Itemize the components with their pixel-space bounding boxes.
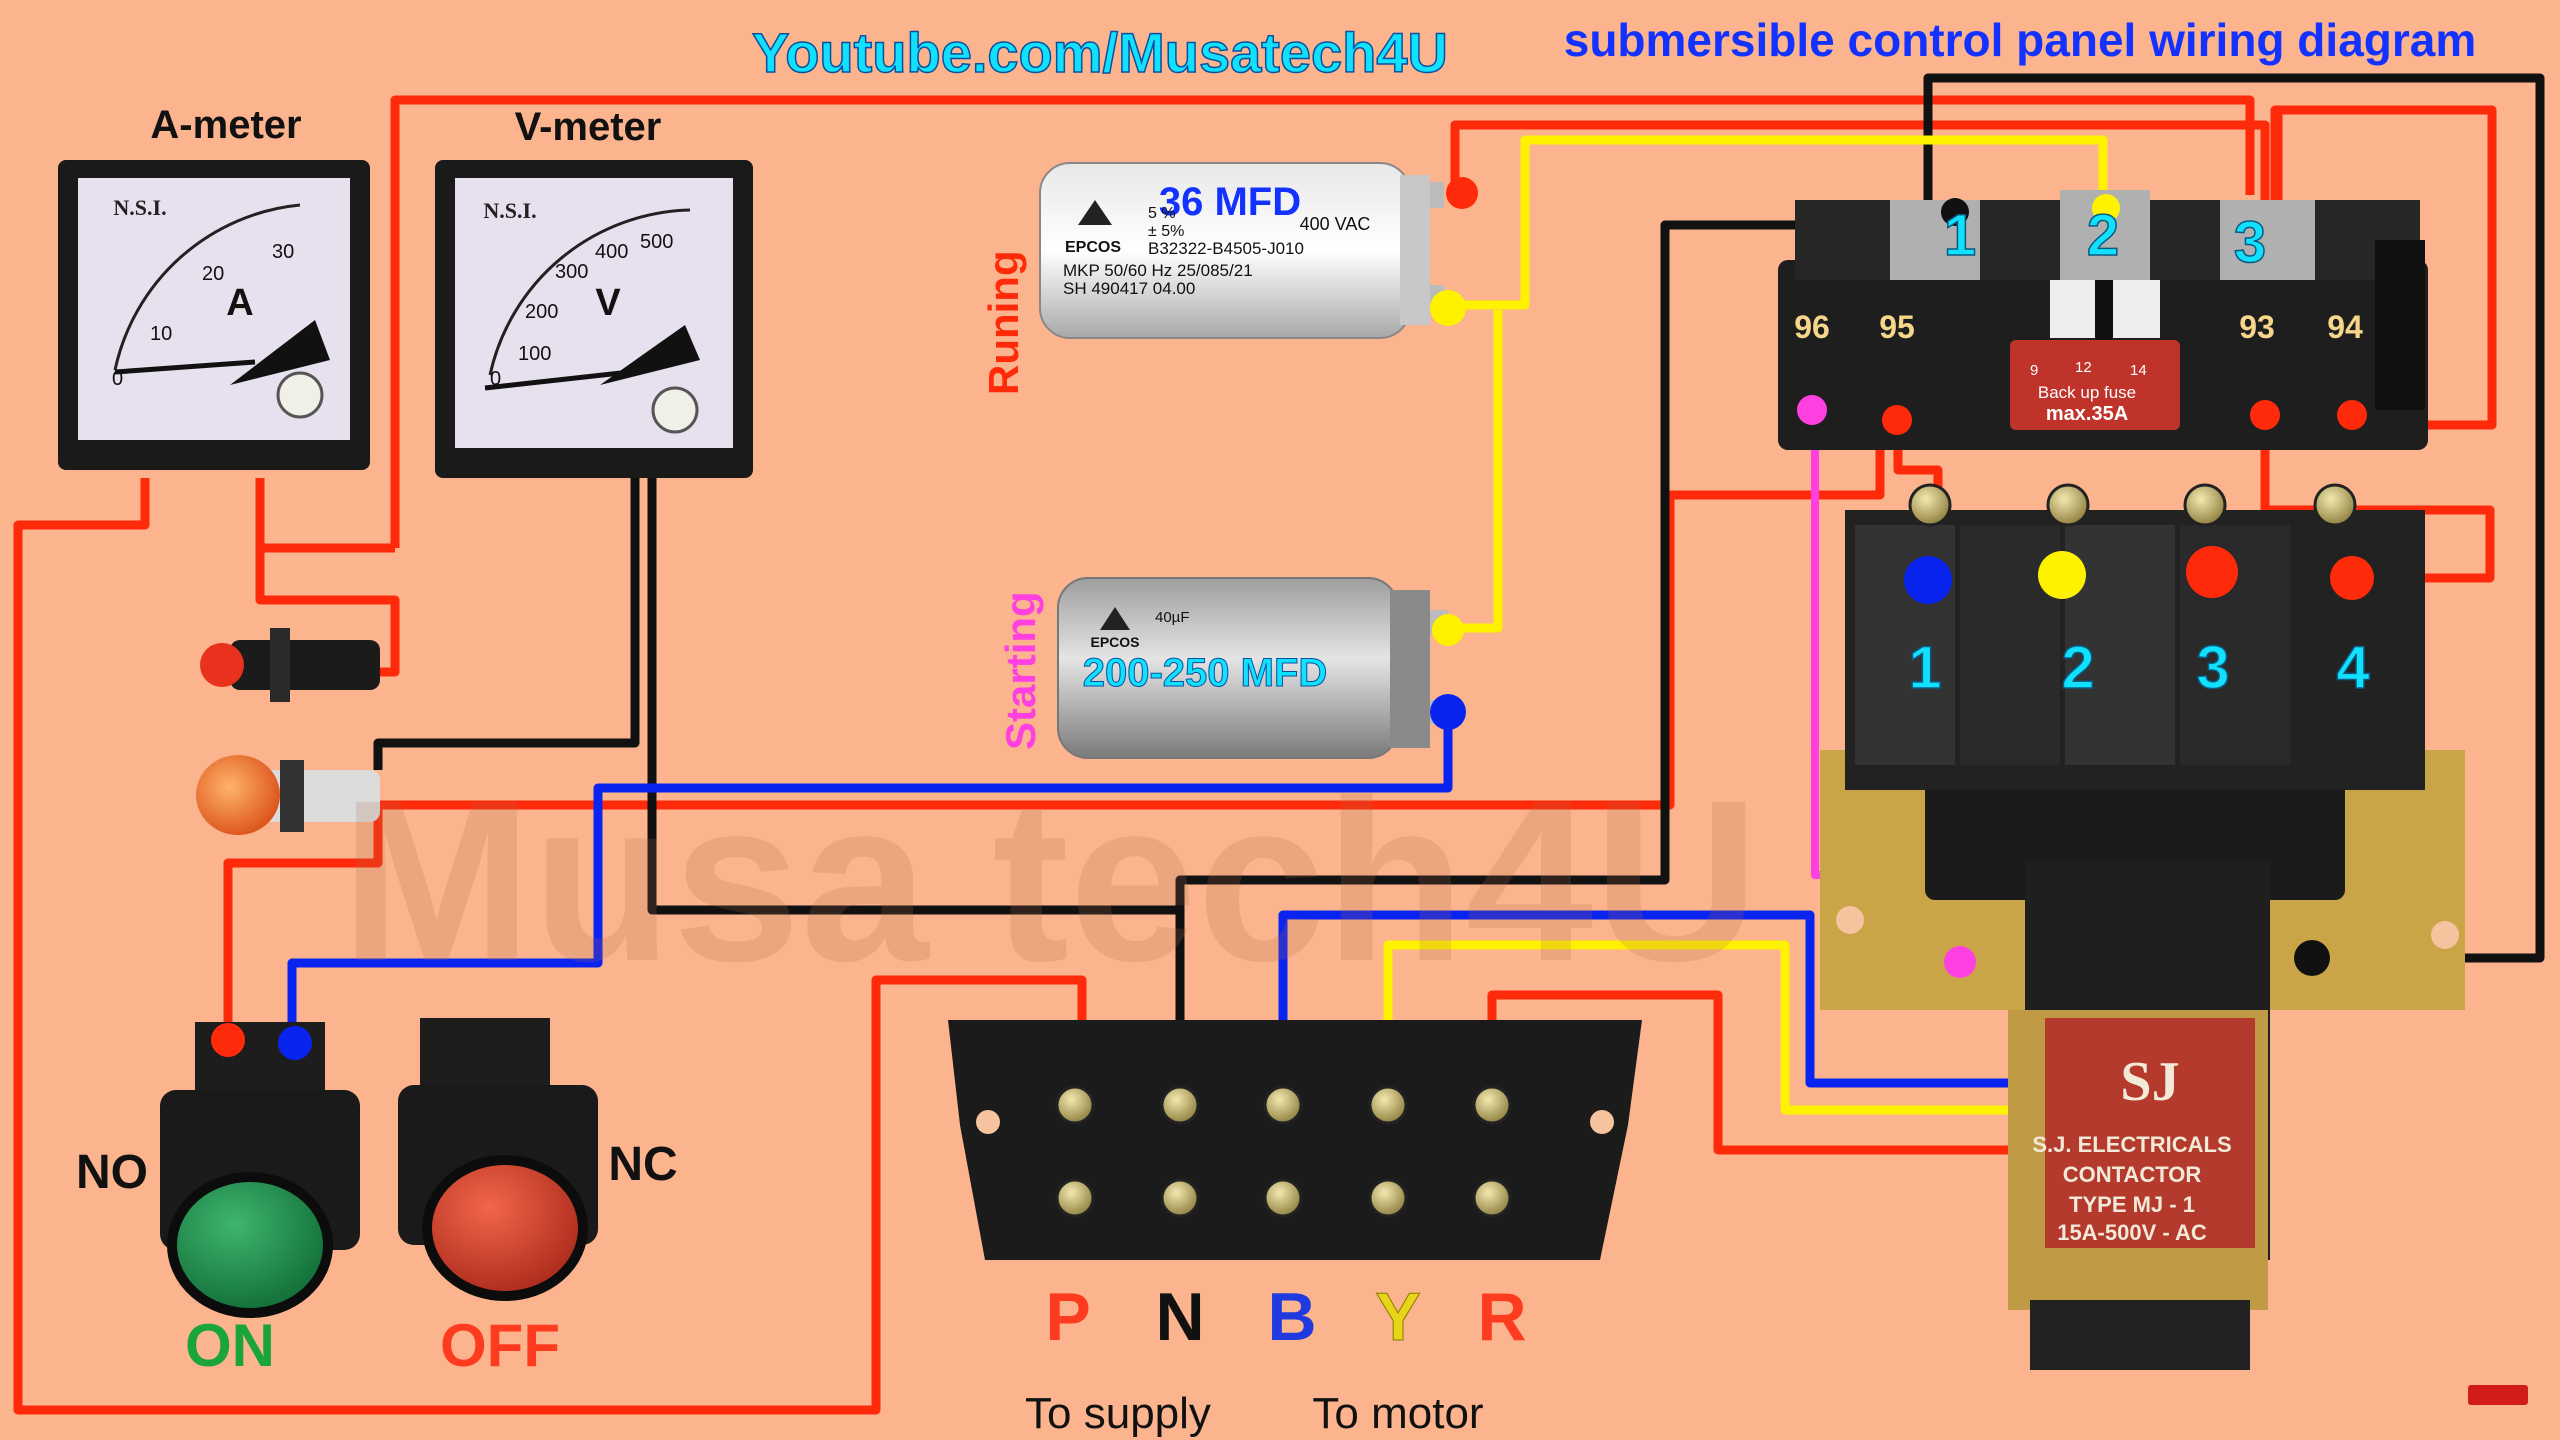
contactor-terminal-1: 1	[1908, 634, 1941, 701]
ammeter-unit: A	[226, 282, 253, 324]
running-capacitor	[1039, 162, 1444, 339]
terminal-label-n: N	[1155, 1279, 1204, 1355]
dial-text: Back up fuse	[2038, 383, 2136, 402]
starting-small: 40µF	[1155, 609, 1190, 626]
off-label: OFF	[440, 1312, 560, 1379]
voltmeter-unit: V	[595, 282, 621, 324]
terminal-label-r: R	[1477, 1279, 1526, 1355]
voltmeter-brand: N.S.I.	[483, 198, 536, 223]
indicator-lamp-orange	[196, 755, 380, 835]
running-value: 36 MFD	[1159, 180, 1301, 224]
running-spec-2: B32322-B4505-J010	[1148, 239, 1304, 258]
overload-terminal-2: 2	[2087, 203, 2119, 268]
running-voltage: 400 VAC	[1300, 214, 1371, 234]
push-button-on	[160, 1022, 360, 1318]
ammeter-label: A-meter	[150, 103, 301, 147]
voltmeter-scale-100: 100	[518, 343, 551, 365]
contactor-terminal-4: 4	[2336, 634, 2370, 701]
ammeter-scale-30: 30	[272, 241, 294, 263]
aux-terminal-96: 96	[1794, 309, 1830, 345]
voltmeter-scale-200: 200	[525, 301, 558, 323]
ammeter-scale-10: 10	[150, 323, 172, 345]
dial-scale-9: 9	[2030, 362, 2038, 379]
aux-terminal-93: 93	[2239, 309, 2275, 345]
starting-label: Starting	[997, 591, 1044, 750]
starting-capacitor	[1057, 577, 1448, 759]
terminal-label-p: P	[1045, 1279, 1090, 1355]
contactor-logo: SJ	[2120, 1051, 2179, 1113]
nc-label: NC	[608, 1138, 677, 1191]
voltmeter-scale-500: 500	[640, 231, 673, 253]
starting-value: 200-250 MFD	[1083, 651, 1328, 695]
youtube-subscribe-icon[interactable]	[2468, 1385, 2528, 1405]
running-spec-4: SH 490417 04.00	[1063, 279, 1195, 298]
terminal-block	[948, 1020, 1642, 1260]
voltmeter-scale-400: 400	[595, 241, 628, 263]
terminal-label-y: Y	[1375, 1279, 1420, 1355]
contactor-terminal-2: 2	[2061, 634, 2094, 701]
running-label: Runing	[980, 250, 1027, 395]
diagram-title: submersible control panel wiring diagram	[1564, 14, 2477, 66]
watermark: Musa tech4U	[341, 752, 1760, 1009]
running-spec-0: 5 %	[1148, 205, 1176, 222]
indicator-lamp-red	[200, 628, 380, 702]
to-supply-label: To supply	[1025, 1389, 1211, 1438]
overload-terminal-3: 3	[2234, 210, 2266, 275]
ammeter-scale-0: 0	[112, 368, 123, 390]
running-spec-3: MKP 50/60 Hz 25/085/21	[1063, 261, 1253, 280]
ammeter-scale-20: 20	[202, 263, 224, 285]
voltmeter-scale-300: 300	[555, 261, 588, 283]
ammeter	[58, 160, 370, 470]
push-button-off	[398, 1018, 598, 1301]
contactor-plate-line-1: S.J. ELECTRICALS	[2032, 1132, 2231, 1157]
voltmeter	[435, 160, 753, 478]
aux-terminal-95: 95	[1879, 309, 1915, 345]
no-label: NO	[76, 1146, 148, 1199]
channel-url: Youtube.com/Musatech4U	[752, 21, 1448, 84]
running-brand: EPCOS	[1065, 239, 1121, 256]
aux-terminal-94: 94	[2327, 309, 2363, 345]
dial-scale-14: 14	[2130, 362, 2147, 379]
running-spec-1: ± 5%	[1148, 223, 1184, 240]
voltmeter-label: V-meter	[515, 105, 662, 149]
overload-terminal-1: 1	[1944, 203, 1976, 268]
contactor-plate-line-4: 15A-500V - AC	[2057, 1220, 2207, 1245]
dial-scale-12: 12	[2075, 359, 2092, 376]
starting-brand: EPCOS	[1090, 634, 1139, 650]
on-label: ON	[185, 1312, 275, 1379]
dial-max: max.35A	[2046, 403, 2128, 425]
contactor-screws	[1908, 483, 2357, 527]
contactor-terminal-3: 3	[2196, 634, 2229, 701]
voltmeter-scale-0: 0	[490, 368, 501, 390]
ammeter-brand: N.S.I.	[113, 195, 166, 220]
terminal-label-b: B	[1267, 1279, 1316, 1355]
contactor-plate-line-2: CONTACTOR	[2063, 1162, 2202, 1187]
to-motor-label: To motor	[1312, 1389, 1483, 1438]
contactor-plate-line-3: TYPE MJ - 1	[2069, 1192, 2195, 1217]
